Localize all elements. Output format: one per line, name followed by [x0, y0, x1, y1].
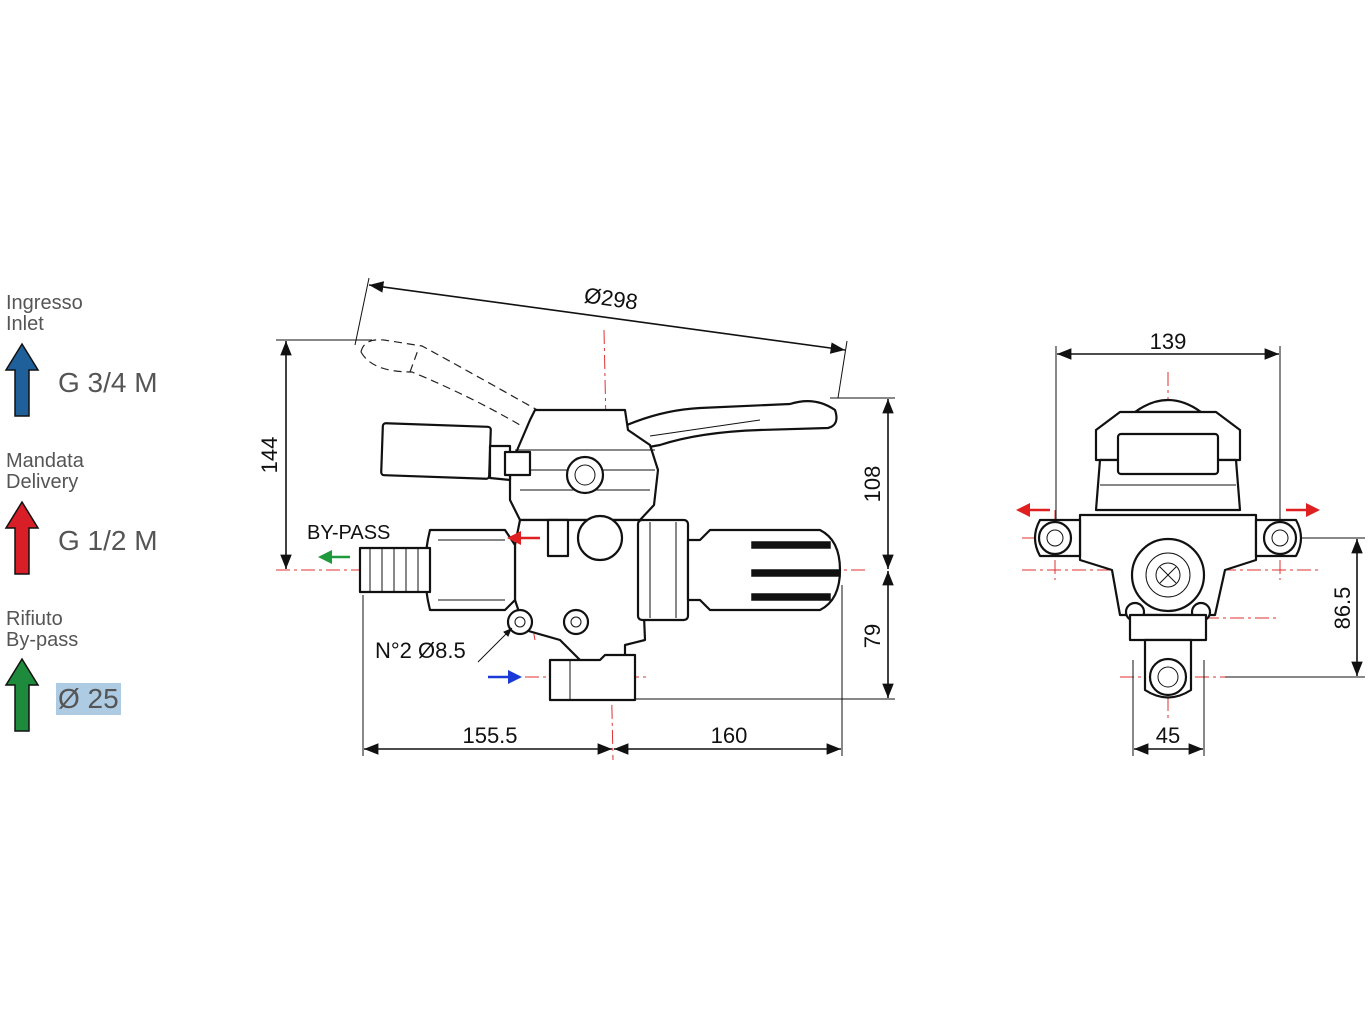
handle-closed: [618, 399, 838, 452]
dim-height-upper: 108: [860, 466, 885, 503]
bypass-flow-arrow: [318, 550, 350, 564]
valve-head-port-inner: [574, 464, 596, 486]
holes-leader: [477, 627, 513, 663]
body-port-nut: [546, 518, 570, 558]
valve-head-port: [565, 455, 605, 495]
bypass-value[interactable]: Ø 25: [56, 683, 121, 715]
holes-label: N°2 Ø8.5: [375, 638, 466, 663]
side-view: Ø298 144 108 79 155.5 160: [257, 277, 895, 761]
dim-height: 86.5: [1330, 587, 1355, 630]
front-left-hole: [1037, 520, 1073, 556]
mount-hole-right-inner: [570, 616, 582, 628]
bypass-arrow-icon: [4, 657, 40, 732]
gauge-connector: [503, 450, 532, 477]
dim-298-line: [368, 281, 846, 354]
bypass-arrow-shape: [4, 657, 40, 732]
handle-open-outline: [360, 339, 556, 421]
delivery-arrow-icon: [4, 500, 40, 575]
bypass-label-en: By-pass: [6, 629, 79, 651]
delivery-nut-grips: [751, 541, 841, 601]
front-left-hole-inner: [1046, 529, 1064, 547]
delivery-label-it: Mandata: [6, 450, 84, 472]
inlet-arrow-shape: [4, 342, 40, 417]
front-right-hole-inner: [1271, 529, 1289, 547]
inlet-label-it: Ingresso: [6, 292, 83, 314]
bypass-label-it: Rifiuto: [6, 608, 63, 630]
front-collar: [1128, 613, 1208, 642]
hose-tail-barbs: [369, 548, 419, 592]
delivery-arrow-shape: [4, 500, 40, 575]
dim-length-right: 160: [711, 723, 748, 748]
dim-outlet-width: 45: [1156, 723, 1180, 748]
bypass-label: BY-PASS: [307, 522, 390, 544]
bypass-hose-tail: [358, 546, 432, 594]
dim-298-ext-left: [354, 277, 370, 346]
dim-handle-diameter: Ø298: [583, 283, 640, 315]
front-central-port-ring: [1145, 552, 1191, 598]
dim-width: 139: [1150, 329, 1187, 354]
front-dome: [1133, 399, 1203, 414]
mount-hole-left-inner: [514, 616, 526, 628]
mount-hole-right: [562, 608, 590, 636]
delivery-flow-arrow-side: [507, 531, 540, 545]
front-inlet-port: [1148, 657, 1188, 697]
inlet-fitting: [548, 653, 637, 702]
gauge-body: [380, 422, 492, 480]
inlet-flow-arrow: [488, 670, 522, 684]
handle-closed-rib: [649, 419, 761, 437]
front-head-window: [1116, 432, 1220, 476]
dim-length-left: 155.5: [462, 723, 517, 748]
inlet-value: G 3/4 M: [58, 367, 158, 398]
front-central-port-inner: [1155, 562, 1181, 588]
hex-coupling: [636, 518, 690, 622]
front-right-hole: [1262, 520, 1298, 556]
handle-open-inner: [360, 351, 521, 426]
delivery-flow-arrow-left: [1016, 503, 1050, 517]
front-central-port-cross: [1159, 566, 1177, 584]
dim-height-total: 144: [257, 437, 282, 474]
delivery-flow-arrow-right: [1286, 503, 1320, 517]
front-inlet-port-inner: [1157, 666, 1179, 688]
inlet-label-en: Inlet: [6, 313, 44, 335]
body-port: [576, 514, 624, 562]
front-view: 139 86.5 45: [1016, 329, 1365, 756]
dim-298-ext-right: [837, 340, 848, 399]
dim-height-lower: 79: [860, 624, 885, 648]
delivery-label-en: Delivery: [6, 471, 79, 493]
mount-hole-left: [506, 608, 534, 636]
inlet-arrow-icon: [4, 342, 40, 417]
handle-open-grip: [409, 349, 419, 373]
delivery-value: G 1/2 M: [58, 525, 158, 556]
bypass-nut: [423, 528, 517, 612]
